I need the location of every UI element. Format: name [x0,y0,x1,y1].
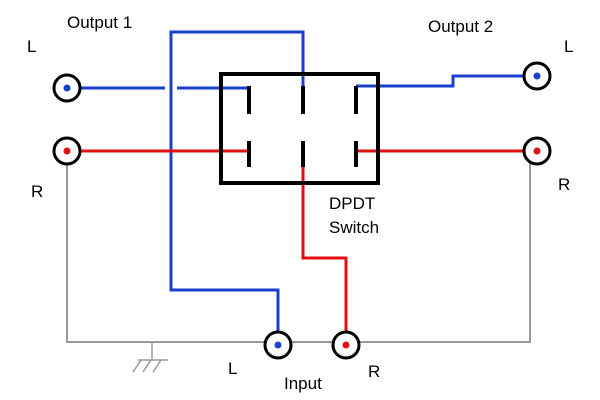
ground-symbol [132,342,168,373]
output1-label: Output 1 [67,13,132,32]
left-channel-wiring [67,30,537,343]
ground-wire-right [358,152,531,343]
switch-label-line1: DPDT [329,194,375,213]
wire-input-right-to-common [301,165,348,345]
input-right-jack [331,330,361,360]
wire-switch-to-output2-left [356,74,537,88]
input-right-label: R [368,362,380,381]
wire-input-left-to-common [169,30,305,343]
output2-label: Output 2 [428,17,493,36]
switch-label-line2: Switch [329,218,379,237]
right-channel-wiring [67,149,537,345]
ground-wiring [66,152,531,343]
jacks [52,61,552,360]
output1-right-label: R [31,182,43,201]
input-left-jack [263,330,293,360]
input-left-label: L [228,359,237,378]
dpdt-switch-body [219,72,380,185]
output1-left-label: L [27,37,36,56]
output2-left-jack [522,61,552,91]
input-label: Input [284,374,322,393]
output1-right-jack [52,136,82,166]
output2-left-label: L [564,37,573,56]
switch-terminals [247,86,358,167]
output2-right-jack [522,136,552,166]
output1-left-jack [52,73,82,103]
output2-right-label: R [558,175,570,194]
ground-wire-left [66,152,265,343]
